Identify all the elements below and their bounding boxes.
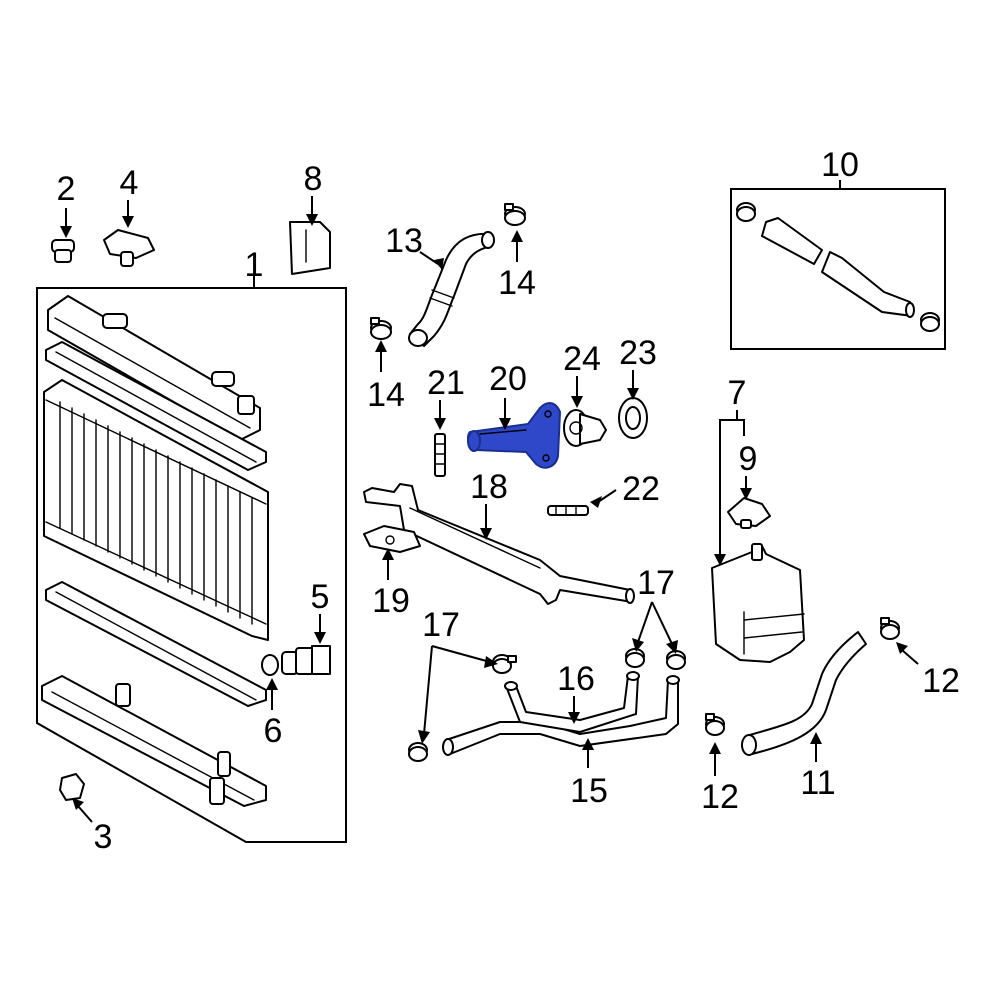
- callout-24: 24: [563, 340, 601, 378]
- bypass-pipe: [363, 483, 635, 605]
- callout-6: 6: [264, 712, 283, 750]
- callout-14-upper: 14: [498, 264, 536, 302]
- radiator-cushion-part-3: [59, 773, 85, 801]
- callout-5: 5: [311, 578, 330, 616]
- thermostat-gasket: [618, 397, 648, 439]
- radiator-lower-tank: [41, 675, 267, 807]
- callout-2: 2: [57, 170, 76, 208]
- callout-11: 11: [800, 764, 835, 802]
- hose-clamp-12-lower: [705, 713, 725, 736]
- stud-bolt-21: [434, 433, 446, 477]
- callout-17-left: 17: [422, 606, 460, 644]
- bypass-hose-kit: [736, 202, 940, 332]
- callout-20: 20: [489, 360, 527, 398]
- hose-clamp-17-left: [492, 654, 517, 674]
- callout-15: 15: [570, 772, 608, 810]
- callout-12-lower: 12: [701, 778, 739, 816]
- reservoir-cap: [727, 497, 771, 529]
- stud-bolt-22: [547, 505, 589, 516]
- callout-13: 13: [385, 222, 423, 260]
- callout-4: 4: [120, 164, 139, 202]
- callout-22: 22: [622, 470, 660, 508]
- radiator-lower-seal: [45, 581, 267, 707]
- thermostat: [563, 409, 607, 447]
- callout-21: 21: [427, 364, 465, 402]
- radiator-assembly-frame: [36, 287, 347, 843]
- callout-18: 18: [470, 468, 508, 506]
- drain-cock-plug: [281, 645, 331, 675]
- radiator-upper-seal: [45, 341, 267, 471]
- water-inlet-highlighted: [467, 402, 561, 469]
- hose-clamp-14-lower: [370, 317, 392, 340]
- bypass-pipe-gasket: [363, 525, 421, 553]
- coolant-reservoir: [711, 543, 805, 663]
- callout-17-right: 17: [637, 564, 675, 602]
- bypass-hose-kit-frame: [730, 188, 946, 350]
- hose-clamp-17-middle: [625, 648, 645, 668]
- radiator-cushion-part-2: [51, 239, 75, 263]
- callout-14-lower: 14: [367, 376, 405, 414]
- callout-1: 1: [245, 246, 264, 284]
- callout-8: 8: [304, 160, 323, 198]
- radiator-core: [43, 379, 269, 641]
- callout-19: 19: [372, 582, 410, 620]
- callout-labels: 1 2 3 4 5 6 7 8 9 10 11 12 12 13 14 14 1…: [57, 146, 960, 856]
- drain-cock-o-ring: [261, 654, 279, 676]
- callout-10: 10: [821, 146, 859, 184]
- callout-12-right: 12: [922, 662, 960, 700]
- radiator-upper-tank: [47, 295, 261, 441]
- upper-radiator-hose: [408, 231, 495, 347]
- hose-clamp-12-right: [880, 617, 900, 640]
- radiator-support-part-4: [103, 229, 155, 267]
- hose-clamp-14-upper: [504, 203, 526, 226]
- callout-16: 16: [557, 660, 595, 698]
- hose-clamp-17-lower: [408, 742, 428, 762]
- heater-hose-16: [504, 671, 640, 733]
- callout-9: 9: [739, 440, 758, 478]
- callout-3: 3: [94, 818, 113, 856]
- leader-lines: [60, 180, 919, 823]
- reservoir-hose: [741, 631, 867, 756]
- callout-7: 7: [728, 374, 747, 412]
- radiator-bracket-part-8: [289, 221, 331, 275]
- callout-23: 23: [619, 334, 657, 372]
